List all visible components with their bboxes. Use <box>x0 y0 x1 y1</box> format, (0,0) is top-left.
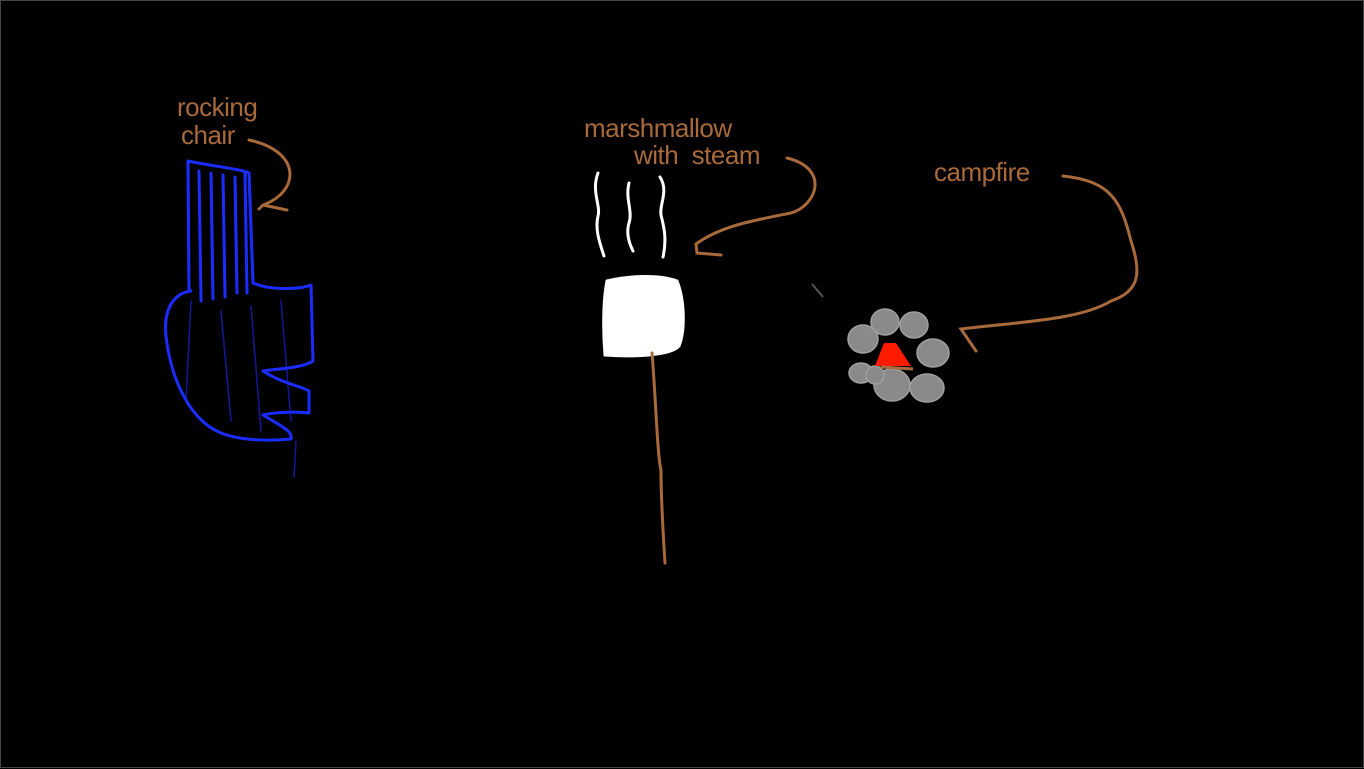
rocking-chair-arrow <box>247 138 292 212</box>
marshmallow-label-line1: marshmallow <box>584 113 732 143</box>
campfire-stroke <box>811 283 824 298</box>
campfire-drawing <box>847 308 950 403</box>
campfire-ember <box>880 365 914 371</box>
rocking-chair-drawing <box>164 159 315 478</box>
campfire-label: campfire <box>934 157 1030 187</box>
steam-drawing <box>593 171 667 259</box>
stick-drawing <box>650 351 667 565</box>
marshmallow-label-line2: with steam <box>634 140 761 170</box>
campfire-arrow <box>958 174 1139 353</box>
rocking-chair-label-line1: rocking <box>177 92 258 122</box>
rocking-chair-label-line2: chair <box>181 120 235 150</box>
campfire-flame <box>875 343 911 366</box>
marshmallow-arrow <box>694 156 817 257</box>
marshmallow-drawing <box>602 275 685 358</box>
